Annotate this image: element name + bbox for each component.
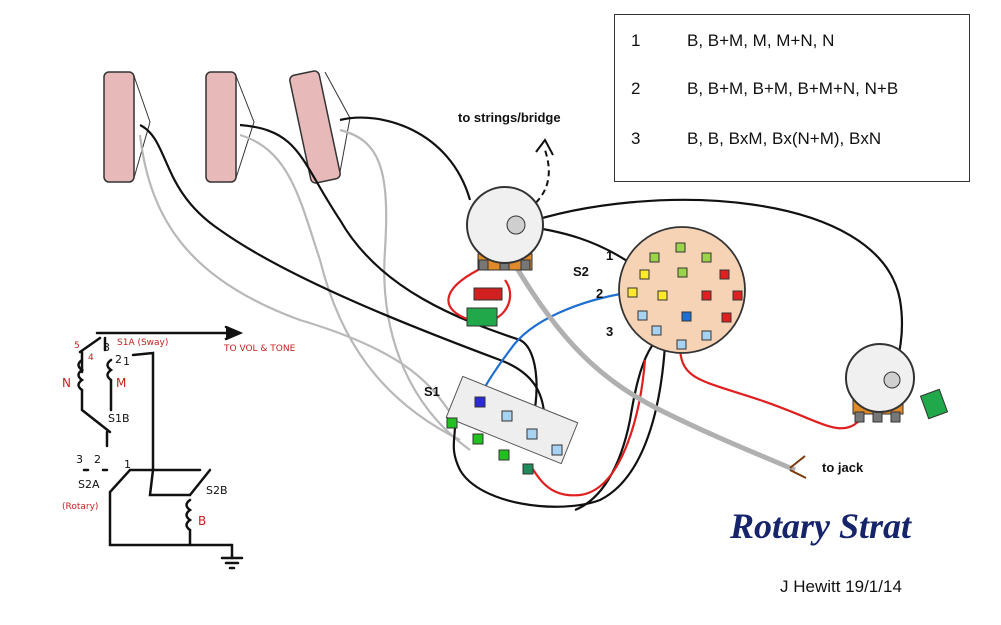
rotary-label: (Rotary) <box>62 502 99 512</box>
jack-cable <box>512 263 796 473</box>
legend-text: B, B+M, M, M+N, N <box>687 31 835 50</box>
tone-pot <box>845 343 949 423</box>
diagram-title: Rotary Strat <box>730 506 912 546</box>
s2-label: S2 <box>573 264 589 279</box>
capacitor <box>473 287 503 301</box>
legend-text: B, B+M, B+M, B+M+N, N+B <box>687 79 899 98</box>
jack-lead-black <box>789 455 806 469</box>
grey-wires <box>138 128 471 451</box>
volume-pot <box>466 186 544 327</box>
s2a-terminal-2: 2 <box>94 453 101 466</box>
legend-row-2: 2 B, B+M, B+M, B+M+N, N+B <box>631 79 898 99</box>
s2b-label: S2B <box>206 484 228 497</box>
neck-pickup <box>103 71 135 183</box>
legend-text: B, B, BxM, Bx(N+M), BxN <box>687 129 882 148</box>
bridge-pickup <box>289 70 341 184</box>
legend-num: 3 <box>631 129 641 148</box>
rotary-switch <box>618 226 746 354</box>
s1-label: S1 <box>424 384 440 399</box>
to-vol-tone-label: TO VOL & TONE <box>224 344 296 354</box>
m-coil-label: M <box>116 376 127 390</box>
legend-row-1: 1 B, B+M, M, M+N, N <box>631 31 834 51</box>
terminal-1-label: 1 <box>123 355 130 368</box>
terminal-5-label: 5 <box>74 341 80 351</box>
strings-arrow-head <box>535 138 554 156</box>
n-coil-label: N <box>62 376 71 390</box>
blade-switch <box>445 375 579 475</box>
s1b-label: S1B <box>108 412 130 425</box>
s2a-terminal-3: 3 <box>76 453 83 466</box>
s2a-label: S2A <box>78 478 100 491</box>
position-2-label: 2 <box>596 286 604 301</box>
jack-lead-brown <box>789 469 807 479</box>
legend-row-3: 3 B, B, BxM, Bx(N+M), BxN <box>631 129 881 149</box>
s2a-terminal-1: 1 <box>124 458 131 471</box>
pickups <box>103 70 351 184</box>
strings-bridge-label: to strings/bridge <box>458 110 561 125</box>
blue-wire <box>477 290 633 401</box>
pot-green-cap <box>466 307 498 327</box>
middle-pickup <box>205 71 237 183</box>
position-3-label: 3 <box>606 324 614 339</box>
schematic <box>77 325 244 570</box>
legend-num: 1 <box>631 31 641 50</box>
terminal-2-label: 2 <box>115 353 122 366</box>
s1a-label: S1A (Sway) <box>117 338 169 348</box>
terminal-3-label: 3 <box>103 341 110 354</box>
author-date: J Hewitt 19/1/14 <box>780 577 902 596</box>
to-jack-label: to jack <box>822 460 864 475</box>
position-1-label: 1 <box>606 248 614 263</box>
b-coil-label: B <box>198 514 207 528</box>
legend-num: 2 <box>631 79 641 98</box>
legend-box: 1 B, B+M, M, M+N, N 2 B, B+M, B+M, B+M+N, … <box>614 14 970 182</box>
terminal-4-label: 4 <box>88 353 94 363</box>
